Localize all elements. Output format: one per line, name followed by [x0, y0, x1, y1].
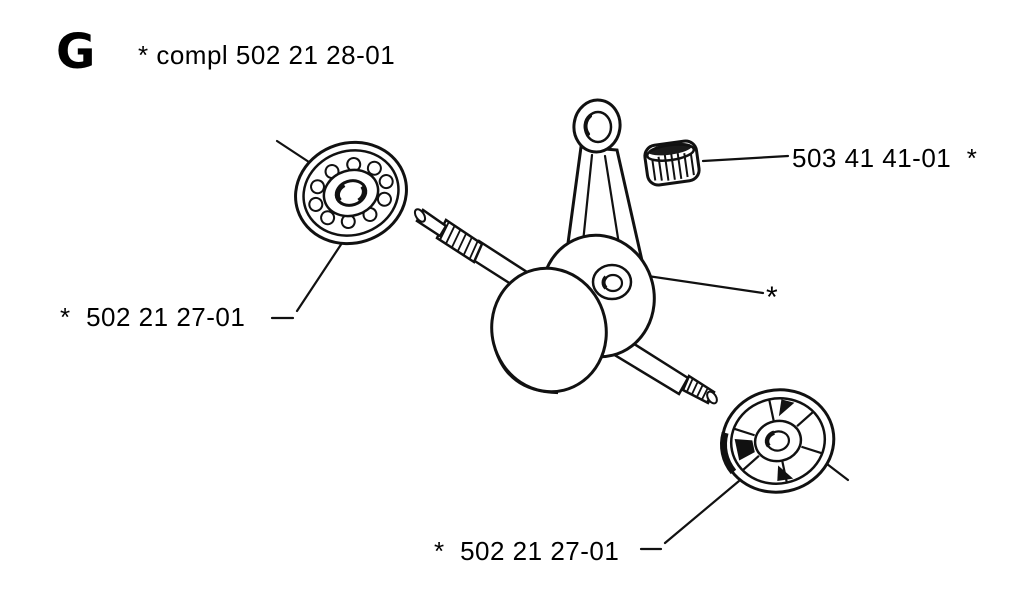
label-lower-bearing-part-number: * 502 21 27-01 — [434, 536, 620, 566]
assembly-note: * compl 502 21 28-01 — [138, 40, 396, 70]
figure-letter: G — [56, 24, 96, 80]
needle-rollers — [652, 151, 694, 182]
ball-bearing-upper-left — [282, 128, 419, 258]
leader-lines — [272, 141, 848, 549]
label-crank-pin-asterisk: * — [766, 281, 779, 314]
needle-cage-bearing — [643, 140, 700, 187]
crank-webs — [479, 223, 667, 404]
label-upper-bearing-part-number: * 502 21 27-01 — [60, 302, 246, 332]
thread-hatching — [687, 378, 713, 402]
ball-bearing-lower-right — [713, 379, 844, 502]
label-needle-cage-part-number: 503 41 41-01 * — [792, 143, 978, 173]
